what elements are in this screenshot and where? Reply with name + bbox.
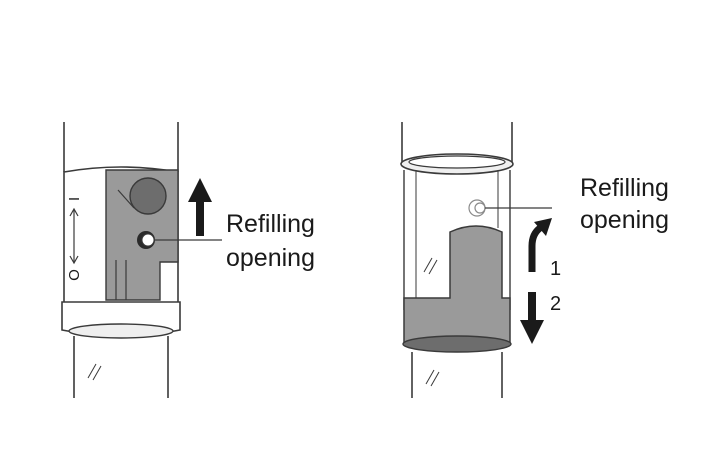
left-upper-pipe [63, 122, 179, 172]
scale-top-mark: I [65, 197, 82, 201]
right-arrow-1 [528, 218, 552, 272]
right-transparent-sleeve [403, 170, 511, 310]
step-2-label: 2 [550, 293, 561, 315]
right-lower-pipe [411, 352, 503, 398]
right-refilling-opening [468, 199, 486, 217]
left-figure: I O Refilling opening [61, 122, 315, 398]
left-lower-pipe [73, 336, 169, 398]
left-up-arrow [188, 178, 212, 236]
left-refilling-opening [137, 231, 155, 249]
left-label-line1: Refilling [226, 210, 315, 238]
left-plate-slash [117, 189, 135, 209]
right-arrow-2 [520, 292, 544, 344]
right-label-line2: opening [580, 206, 669, 234]
right-upper-pipe [401, 122, 513, 164]
scale-bottom-mark: O [65, 269, 82, 281]
right-bottom-ring [402, 335, 512, 353]
left-bottom-collar [61, 301, 181, 339]
right-figure: 1 2 Refilling opening [400, 122, 669, 398]
step-1-label: 1 [550, 258, 561, 280]
right-sliding-cap [403, 225, 511, 350]
left-plate-slots [115, 260, 127, 300]
right-label-line1: Refilling [580, 174, 669, 202]
right-top-ring [400, 153, 514, 175]
left-scale: I O [65, 197, 82, 281]
left-label-line2: opening [226, 244, 315, 272]
left-plate-window [129, 177, 167, 215]
